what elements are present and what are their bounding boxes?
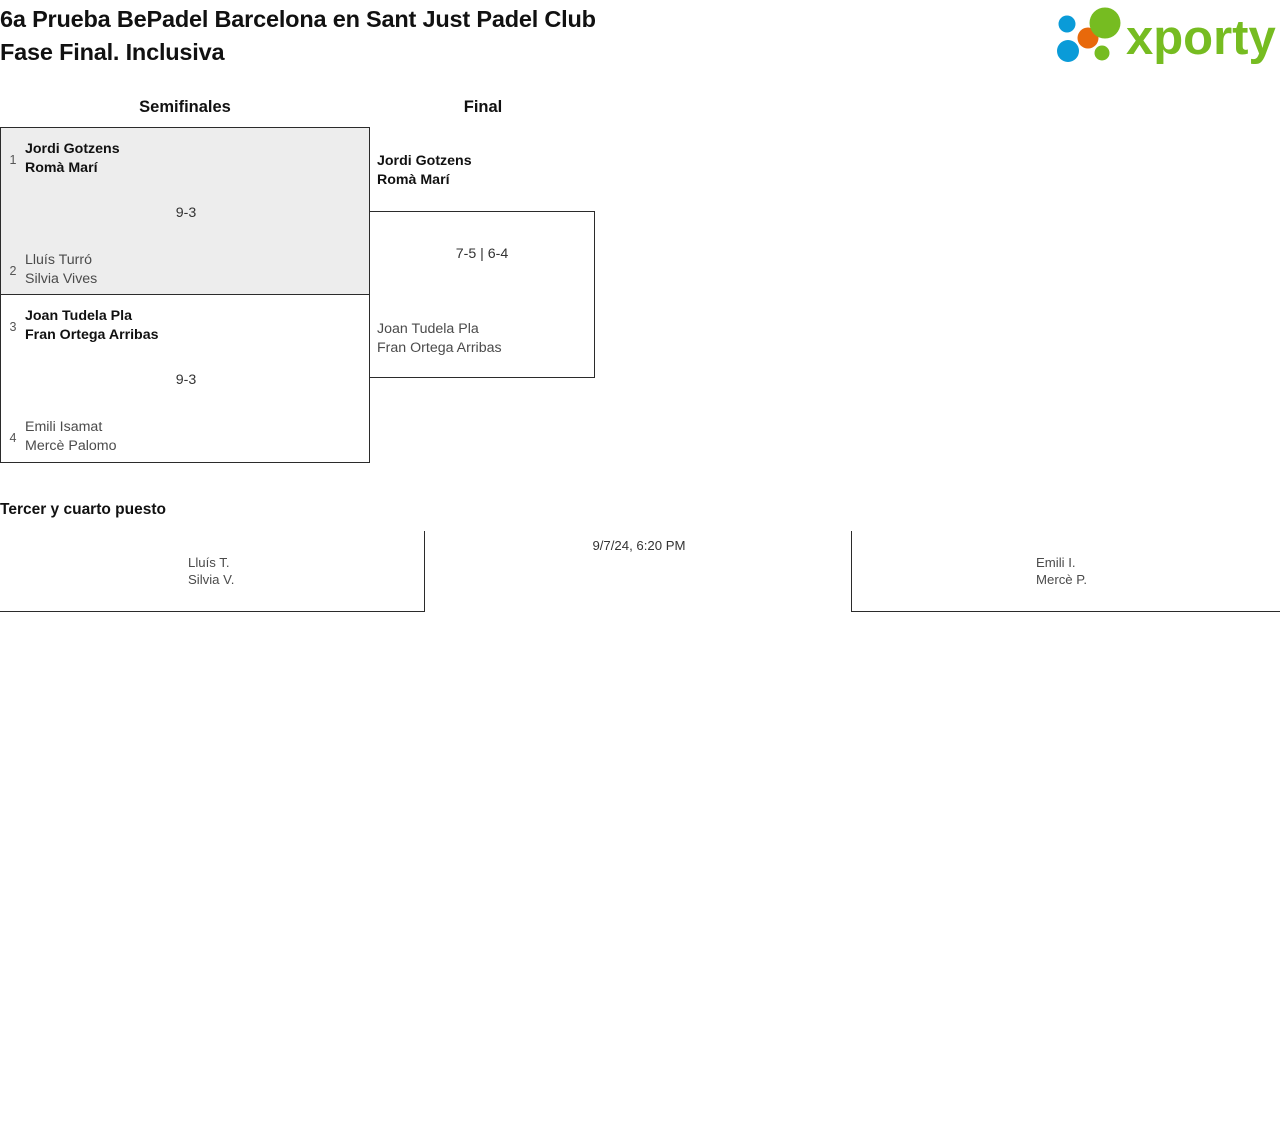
final-winner-team[interactable]: Jordi Gotzens Romà Marí bbox=[377, 153, 472, 189]
round-header-final: Final bbox=[463, 98, 503, 116]
third-place-section-title: Tercer y cuarto puesto bbox=[0, 501, 166, 518]
team-players: Joan Tudela Pla Fran Ortega Arribas bbox=[25, 308, 159, 344]
third-place-team-left[interactable]: Lluís T. Silvia V. bbox=[188, 555, 235, 588]
seed-number: 3 bbox=[9, 320, 17, 335]
team-players: Emili Isamat Mercè Palomo bbox=[25, 419, 117, 455]
match-score: 9-3 bbox=[175, 205, 197, 221]
seed-number: 1 bbox=[9, 153, 17, 168]
page-header: 6a Prueba BePadel Barcelona en Sant Just… bbox=[0, 0, 1280, 78]
team-players: Lluís Turró Silvia Vives bbox=[25, 252, 98, 288]
match-semifinal-2[interactable]: 3 Joan Tudela Pla Fran Ortega Arribas 9-… bbox=[0, 295, 370, 463]
seed-number: 2 bbox=[9, 264, 17, 279]
final-match-score: 7-5 | 6-4 bbox=[455, 246, 509, 262]
third-place-team-right[interactable]: Emili I. Mercè P. bbox=[1036, 555, 1088, 588]
team-slot-seed-3[interactable]: 3 Joan Tudela Pla Fran Ortega Arribas bbox=[1, 307, 159, 346]
team-slot-seed-4[interactable]: 4 Emili Isamat Mercè Palomo bbox=[1, 418, 117, 457]
match-score: 9-3 bbox=[175, 372, 197, 388]
page-title: 6a Prueba BePadel Barcelona en Sant Just… bbox=[0, 6, 596, 65]
seed-number: 4 bbox=[9, 431, 17, 446]
match-semifinal-1[interactable]: 1 Jordi Gotzens Romà Marí 9-3 2 Lluís Tu… bbox=[0, 127, 370, 295]
svg-text:xporty: xporty bbox=[1126, 11, 1276, 65]
third-place-right-match[interactable] bbox=[851, 531, 1280, 612]
final-runner-up-team[interactable]: Joan Tudela Pla Fran Ortega Arribas bbox=[377, 321, 502, 357]
team-slot-seed-1[interactable]: 1 Jordi Gotzens Romà Marí bbox=[1, 140, 120, 179]
team-players: Jordi Gotzens Romà Marí bbox=[25, 141, 120, 177]
third-place-left-match[interactable] bbox=[0, 531, 425, 612]
round-header-semifinals: Semifinales bbox=[139, 98, 231, 116]
match-final[interactable] bbox=[369, 211, 595, 378]
team-slot-seed-2[interactable]: 2 Lluís Turró Silvia Vives bbox=[1, 251, 98, 290]
xporty-logo: xporty bbox=[1048, 7, 1276, 67]
third-place-datetime: 9/7/24, 6:20 PM bbox=[592, 538, 686, 553]
